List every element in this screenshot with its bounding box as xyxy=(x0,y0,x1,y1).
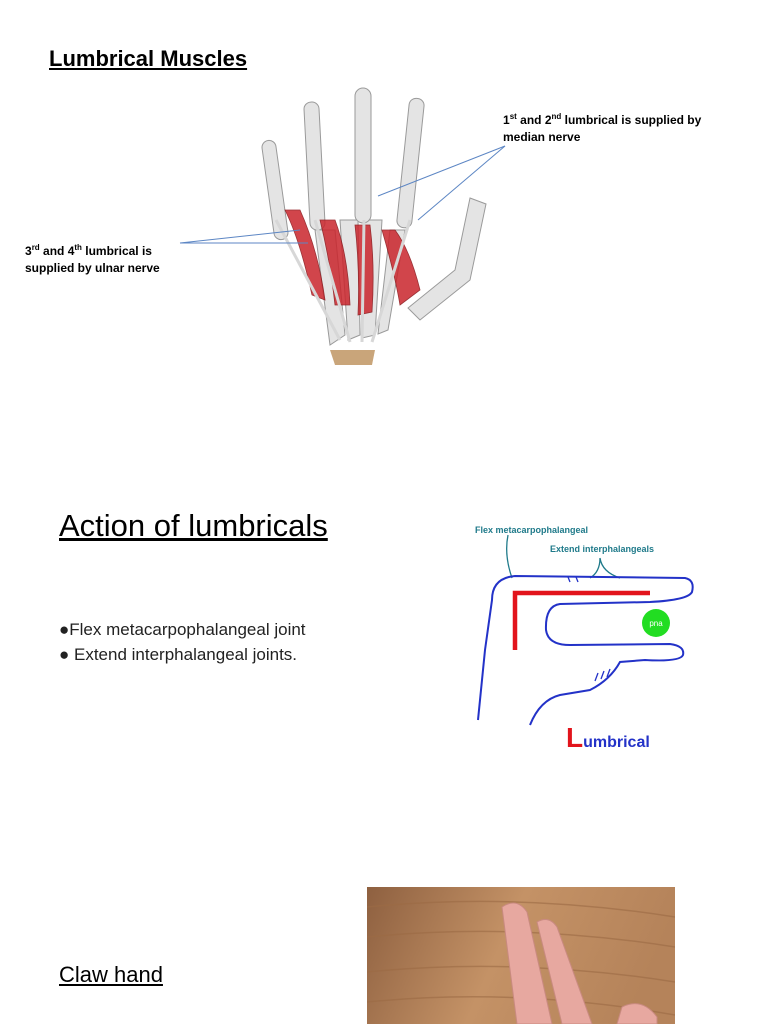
bullet-item: ●Flex metacarpophalangeal joint xyxy=(59,620,306,639)
pna-label: pna xyxy=(649,619,663,628)
finger xyxy=(536,918,593,1024)
lumbrical-L-shape xyxy=(512,590,650,650)
section-title-action-of-lumbricals: Action of lumbricals xyxy=(59,508,328,543)
label-median-nerve: 1st and 2nd lumbrical is supplied by med… xyxy=(503,112,702,144)
pna-dot xyxy=(642,609,670,637)
bullet-item: ● Extend interphalangeal joints. xyxy=(59,645,298,664)
wrist xyxy=(330,350,375,365)
bullet-list: ●Flex metacarpophalangeal joint ● Extend… xyxy=(59,617,306,667)
finger xyxy=(616,1003,658,1024)
extend-arrows xyxy=(589,557,621,579)
label-flex-mcp: Flex metacarpophalangeal xyxy=(475,525,588,535)
finger xyxy=(501,902,553,1024)
section-title-claw-hand: Claw hand xyxy=(59,962,163,987)
label-extend-ip: Extend interphalangeals xyxy=(550,544,654,554)
lumbrical-action-diagram: Flex metacarpophalangeal Extend interpha… xyxy=(475,525,694,726)
hand-outline xyxy=(477,574,694,726)
section-title-lumbrical-muscles: Lumbrical Muscles xyxy=(49,46,248,71)
lumbrical-caption: Lumbrical xyxy=(566,722,650,753)
label-ulnar-nerve: 3rd and 4th lumbrical is supplied by uln… xyxy=(25,243,160,275)
flex-arrow xyxy=(506,534,513,579)
hand-anatomy-illustration xyxy=(179,87,506,365)
claw-hand-photo xyxy=(367,887,675,1024)
skin-crease-marks xyxy=(567,576,611,682)
